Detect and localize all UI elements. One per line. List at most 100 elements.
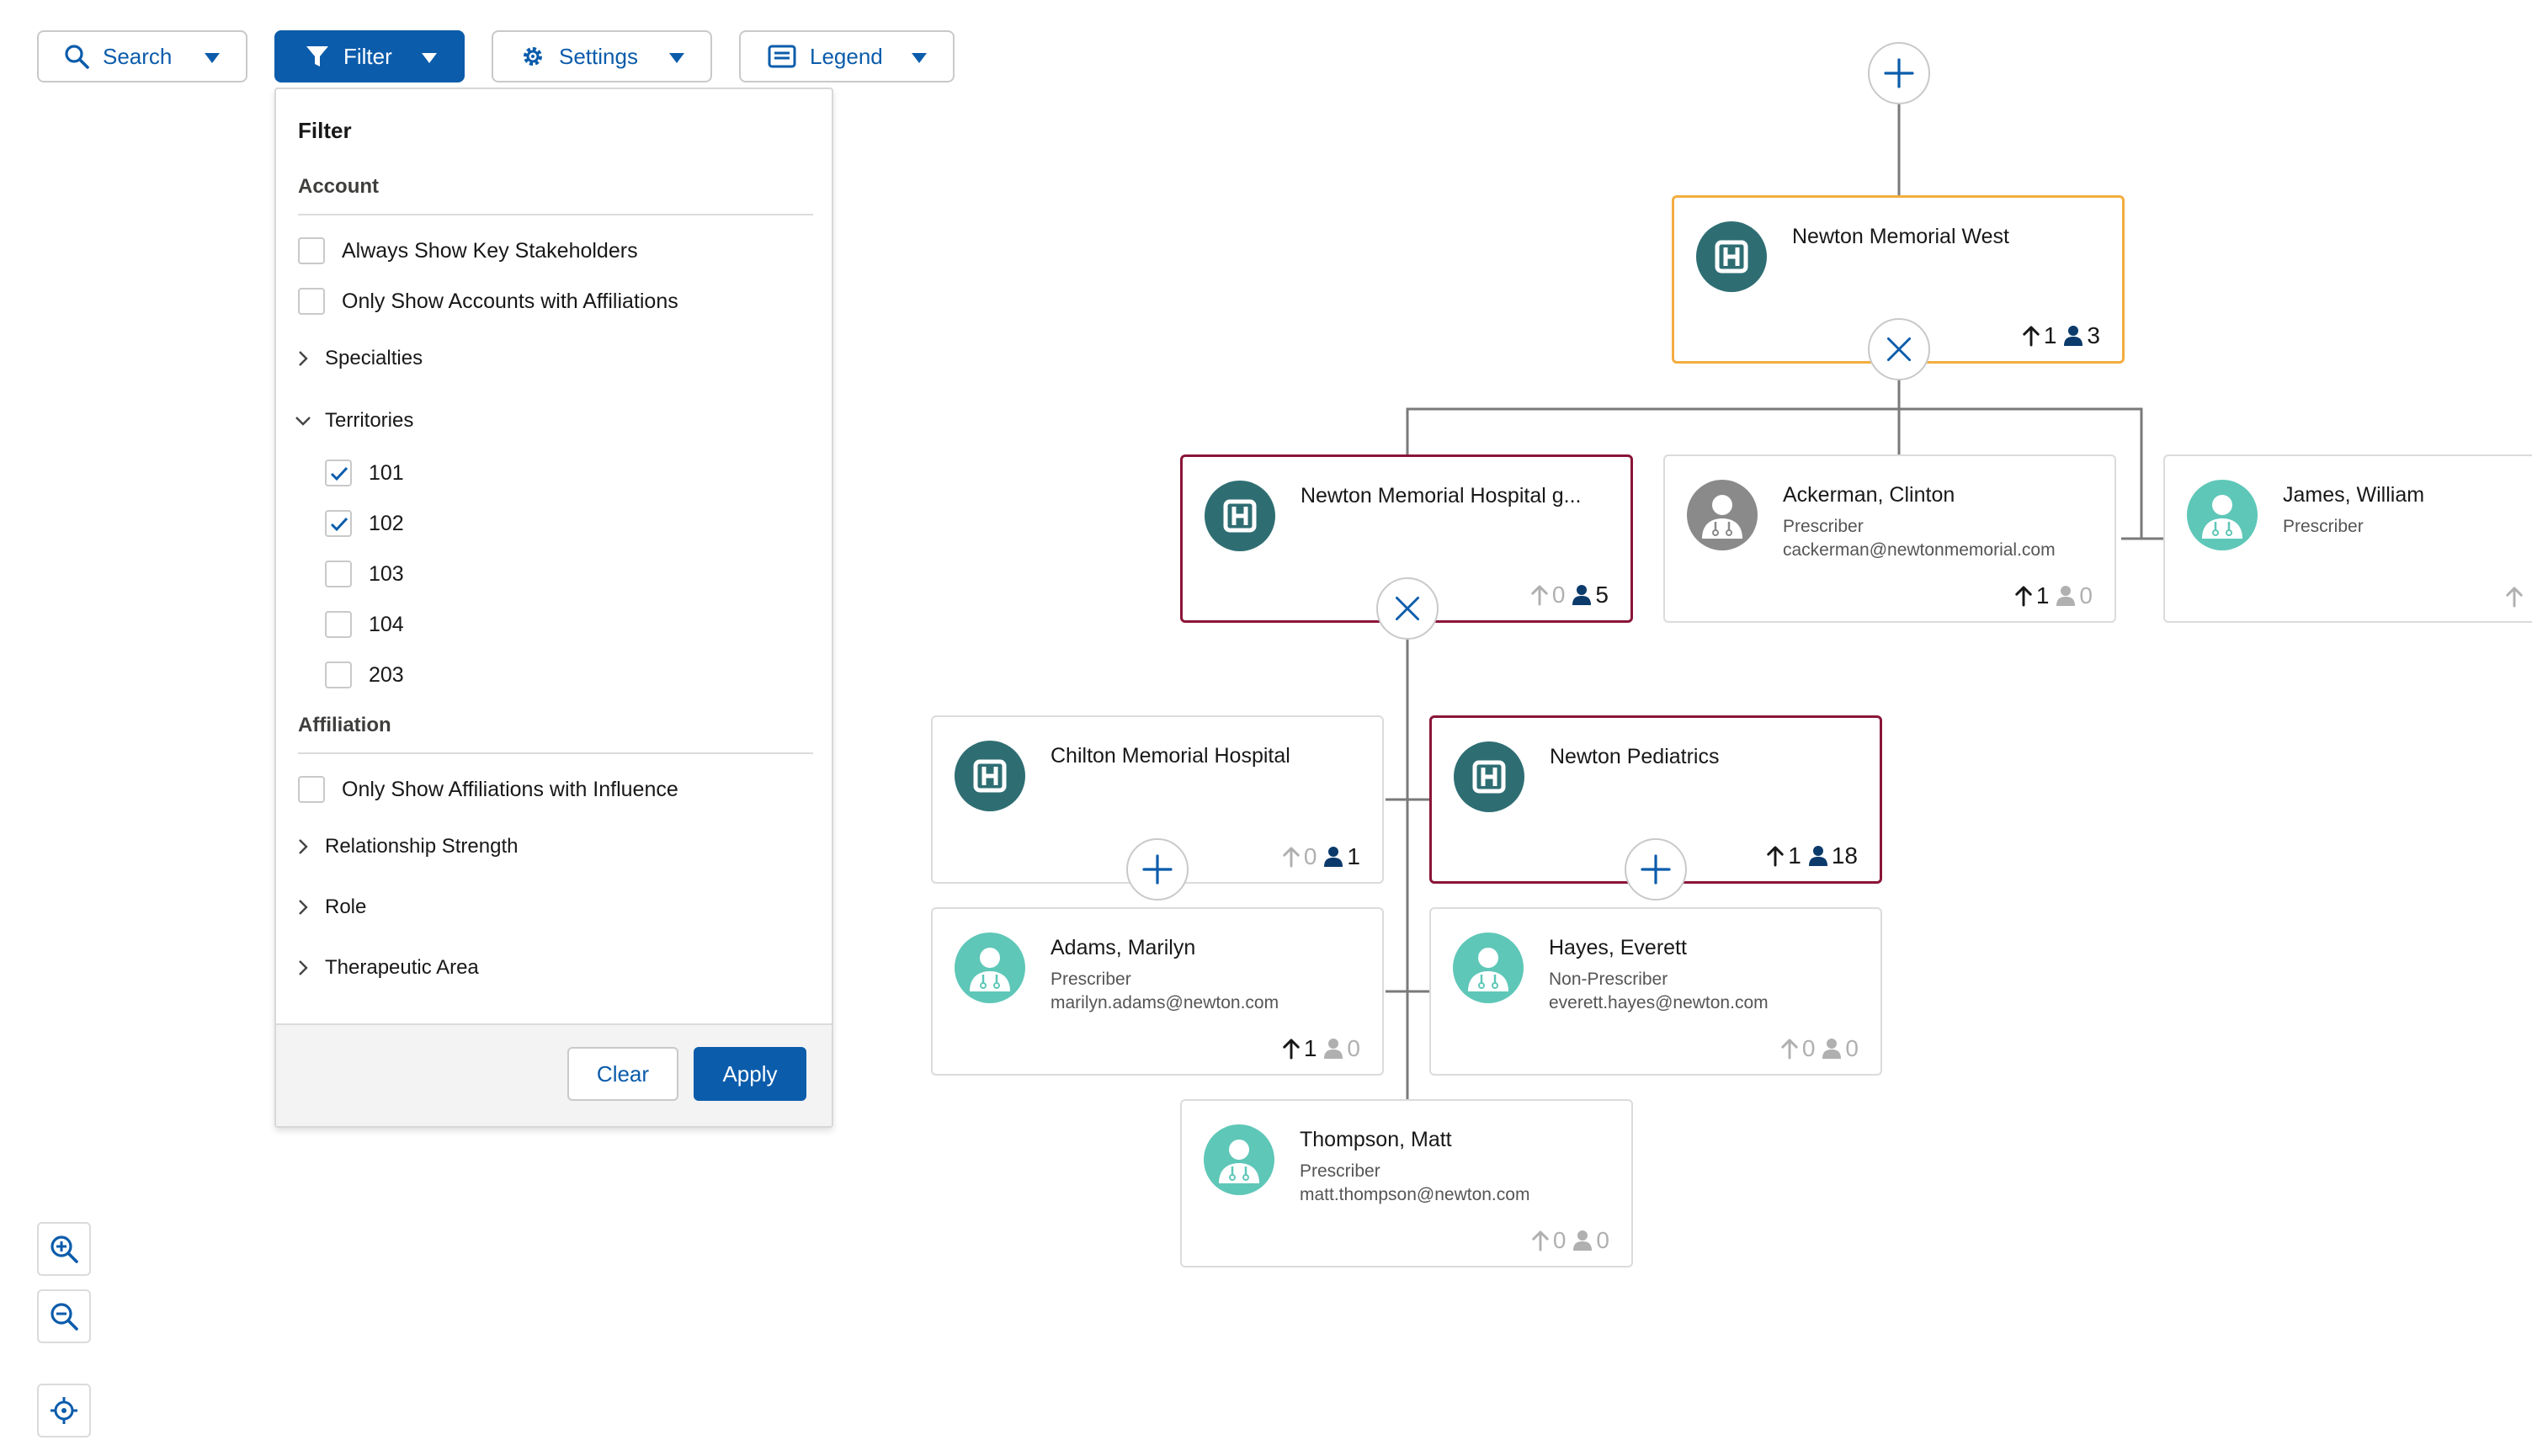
prescriber-avatar-icon [1687,480,1758,550]
search-button[interactable]: Search [37,30,247,82]
filter-footer: Clear Apply [276,1023,832,1126]
card-name: Newton Memorial Hospital g... [1301,484,1582,507]
close-icon [1392,593,1423,624]
card-stats: 1 3 [2022,322,2107,349]
recenter-button[interactable] [37,1384,91,1437]
close-icon [1884,334,1914,364]
person-card-thompson-matt[interactable]: Thompson, Matt Prescriber matt.thompson@… [1180,1099,1633,1267]
influence-count: 1 [1303,1035,1317,1061]
checkbox-label: 104 [369,612,404,636]
apply-button[interactable]: Apply [694,1047,806,1101]
chevron-right-icon [298,899,308,916]
zoom-out-button[interactable] [37,1289,91,1343]
legend-button[interactable]: Legend [739,30,955,82]
card-name: Thompson, Matt [1300,1128,1452,1151]
only-show-affiliations-checkbox[interactable]: Only Show Affiliations with Influence [298,776,678,803]
filter-icon [306,46,328,66]
prescriber-avatar-icon [1204,1124,1274,1195]
checkbox-label: Only Show Accounts with Affiliations [342,289,678,313]
checkbox-label: 101 [369,460,404,485]
card-role: Non-Prescriber [1549,970,1668,989]
checkbox-label: 103 [369,561,404,586]
person-card-hayes-everett[interactable]: Hayes, Everett Non-Prescriber everett.ha… [1429,907,1882,1076]
influence-count: 0 [1303,843,1317,869]
expand-chilton-memorial-button[interactable] [1126,838,1189,901]
legend-label: Legend [810,43,883,69]
collapse-newton-memorial-west-button[interactable] [1868,318,1930,380]
card-name: Newton Pediatrics [1550,745,1720,768]
influence-count: 0 [1552,1227,1567,1253]
filter-title: Filter [298,118,352,143]
territory-101-checkbox[interactable]: 101 [325,460,404,486]
specialties-expander[interactable]: Specialties [298,347,423,370]
territory-102-checkbox[interactable]: 102 [325,510,404,537]
gear-icon [524,47,542,66]
expander-label: Role [325,895,367,918]
hospital-icon [1205,481,1275,551]
person-card-adams-marilyn[interactable]: Adams, Marilyn Prescriber marilyn.adams@… [931,907,1384,1076]
card-name: Chilton Memorial Hospital [1051,744,1290,768]
people-count: 0 [1347,1035,1360,1061]
clear-button[interactable]: Clear [567,1047,678,1101]
checkbox-box[interactable] [298,288,325,315]
card-stats: 0 0 [1531,1227,1616,1254]
hospital-icon [1454,741,1524,812]
card-role: Prescriber [1051,970,1131,989]
relationship-strength-expander[interactable]: Relationship Strength [298,835,518,858]
person-icon [1323,1038,1343,1060]
influence-count: 0 [1551,582,1566,608]
role-expander[interactable]: Role [298,895,366,919]
card-email: cackerman@newtonmemorial.com [1783,540,2056,560]
expand-newton-pediatrics-button[interactable] [1625,838,1687,901]
person-card-ackerman-clinton[interactable]: Ackerman, Clinton Prescriber cackerman@n… [1663,454,2116,623]
divider [298,214,813,215]
card-stats: 0 5 [1530,582,1615,608]
settings-button[interactable]: Settings [492,30,712,82]
card-stats: 1 0 [2014,582,2099,609]
chevron-right-icon [298,838,308,855]
only-show-accounts-checkbox[interactable]: Only Show Accounts with Affiliations [298,288,678,315]
territories-expander[interactable]: Territories [295,409,413,433]
prescriber-avatar-icon [2187,480,2258,550]
zoom-in-button[interactable] [37,1222,91,1276]
settings-label: Settings [559,43,638,69]
influence-count: 1 [2043,322,2057,348]
chevron-right-icon [298,959,308,976]
expander-label: Therapeutic Area [325,956,479,979]
expand-parent-button[interactable] [1868,42,1930,104]
territory-104-checkbox[interactable]: 104 [325,611,404,638]
checkbox-box[interactable] [325,611,352,638]
arrow-up-icon [1780,1038,1799,1060]
affiliation-section-header: Affiliation [298,714,391,736]
therapeutic-area-expander[interactable]: Therapeutic Area [298,956,479,980]
filter-button[interactable]: Filter [274,30,465,82]
expander-label: Relationship Strength [325,835,519,858]
territory-203-checkbox[interactable]: 203 [325,662,404,688]
checkbox-box[interactable] [298,776,325,803]
arrow-up-icon [2014,585,2033,607]
card-email: matt.thompson@newton.com [1300,1185,1530,1204]
checkbox-box[interactable] [298,237,325,264]
checkbox-box[interactable] [325,510,352,537]
people-count: 0 [1596,1227,1609,1253]
arrow-up-icon [1282,846,1301,868]
checkbox-box[interactable] [325,662,352,688]
influence-count: 1 [1788,842,1801,869]
territory-103-checkbox[interactable]: 103 [325,561,404,587]
crosshair-icon [51,1397,77,1424]
person-icon [1572,584,1592,606]
checkbox-box[interactable] [325,561,352,587]
arrow-up-icon [2022,325,2040,347]
checkbox-label: 102 [369,511,404,535]
people-count: 18 [1831,842,1858,869]
person-card-james-william[interactable]: James, William Prescriber [2163,454,2532,623]
checkbox-box[interactable] [325,460,352,486]
prescriber-avatar-icon [955,933,1025,1003]
people-count: 5 [1595,582,1609,608]
people-count: 0 [1845,1035,1859,1061]
person-icon [1572,1230,1593,1251]
person-icon [2056,585,2076,607]
filter-panel: Filter Account Always Show Key Stakehold… [274,88,833,1128]
always-show-key-stakeholders-checkbox[interactable]: Always Show Key Stakeholders [298,237,638,264]
collapse-newton-memorial-hospital-button[interactable] [1376,577,1439,640]
